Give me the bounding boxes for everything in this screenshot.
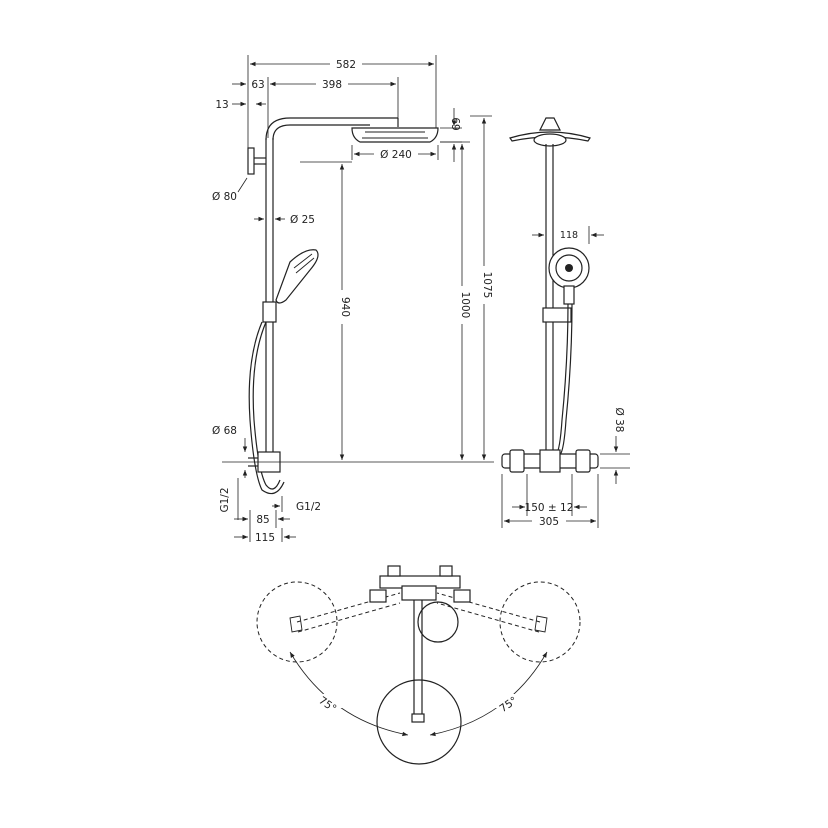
- dim-63: 63: [251, 79, 264, 91]
- dim-25: Ø 25: [290, 214, 315, 226]
- front-dimensions: 118 Ø 38 150 ± 12 305: [501, 226, 630, 528]
- dim-68: Ø 68: [212, 425, 237, 437]
- handshower-slider: [262, 301, 277, 323]
- dim-398: 398: [322, 79, 342, 91]
- swivel-range-left: [256, 581, 338, 663]
- dim-582: 582: [336, 59, 356, 71]
- top-view: 75° 75°: [256, 565, 581, 765]
- arc-left: [289, 651, 409, 737]
- hand-shower: [275, 249, 319, 304]
- wall-rosette: [247, 147, 255, 175]
- hose: [252, 321, 281, 490]
- dim-305: 305: [539, 516, 559, 528]
- overhead-shower-head: [351, 127, 439, 143]
- dim-940: 940: [339, 297, 351, 317]
- swivel-range-right: [499, 581, 581, 663]
- dim-80: Ø 80: [212, 191, 237, 203]
- dim-115: 115: [255, 532, 275, 544]
- side-dimensions: 582 398 63 13 69 Ø 240 Ø 80 Ø 25 940: [212, 55, 494, 544]
- dim-69: 69: [449, 117, 461, 130]
- dim-38: Ø 38: [613, 408, 625, 433]
- front-view: [501, 117, 599, 473]
- side-view: [247, 117, 439, 495]
- dim-240: Ø 240: [380, 149, 412, 161]
- arc-right: [429, 651, 548, 737]
- dim-118: 118: [560, 230, 578, 241]
- dim-g12-left: G1/2: [219, 487, 231, 512]
- dim-150: 150 ± 12: [525, 502, 574, 514]
- dim-85: 85: [256, 514, 269, 526]
- dim-1075: 1075: [481, 272, 493, 299]
- dim-g12-right: G1/2: [296, 501, 321, 513]
- dim-13: 13: [215, 99, 228, 111]
- dim-1000: 1000: [459, 292, 471, 319]
